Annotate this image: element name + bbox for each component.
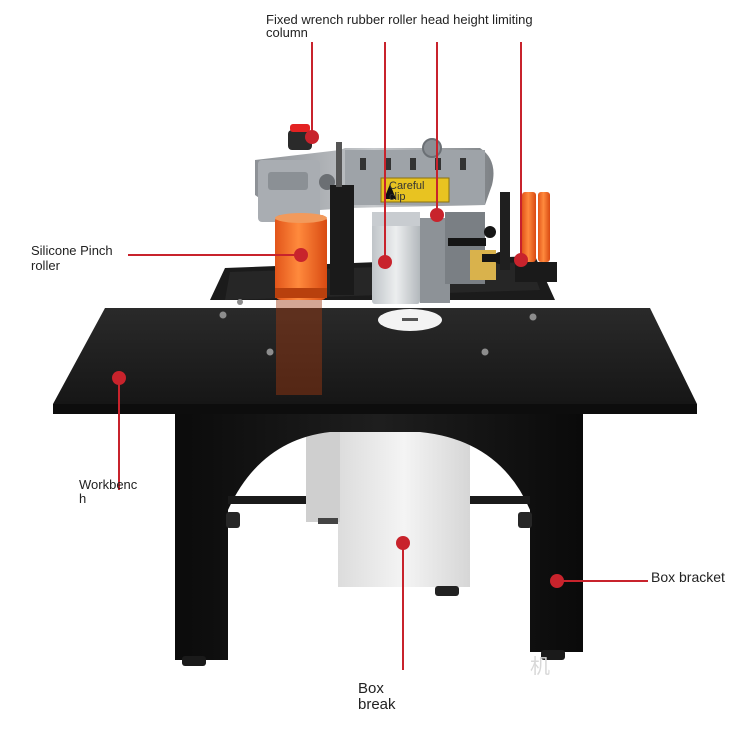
callout-dot-column xyxy=(378,255,392,269)
callout-silicone-line1: Silicone Pinch xyxy=(31,243,113,258)
callout-workbench-line1: Workbenc xyxy=(79,477,138,492)
callout-box-break-line1: Box xyxy=(358,680,384,697)
callout-box-break-line2: break xyxy=(358,696,396,713)
callout-top-line1: Fixed wrench rubber roller head height l… xyxy=(266,12,533,27)
callout-workbench-line2: h xyxy=(79,491,87,506)
callout-dot-box-bracket xyxy=(550,574,564,588)
caution-sticker-text-line2: clip xyxy=(389,191,406,203)
adjusting-column xyxy=(330,142,354,295)
box-break-shape xyxy=(306,432,470,596)
watermark-text: 机 xyxy=(530,654,550,678)
callout-silicone-line2: roller xyxy=(31,258,60,273)
callout-dot-limit xyxy=(514,253,528,267)
callout-dot-head xyxy=(430,208,444,222)
workbench-top xyxy=(53,299,697,414)
callout-dots xyxy=(112,130,564,588)
right-rollers xyxy=(500,192,557,282)
callout-box-bracket: Box bracket xyxy=(651,569,725,585)
callout-dot-knob xyxy=(305,130,319,144)
callout-lines xyxy=(118,42,648,670)
callout-top-line2: column xyxy=(266,25,308,40)
callout-dot-silicone xyxy=(294,248,308,262)
head-housing xyxy=(255,138,494,222)
callout-dot-box-break xyxy=(396,536,410,550)
caution-sticker-text-line1: Careful xyxy=(389,180,425,192)
callout-dot-workbench xyxy=(112,371,126,385)
table-stand xyxy=(175,414,583,666)
